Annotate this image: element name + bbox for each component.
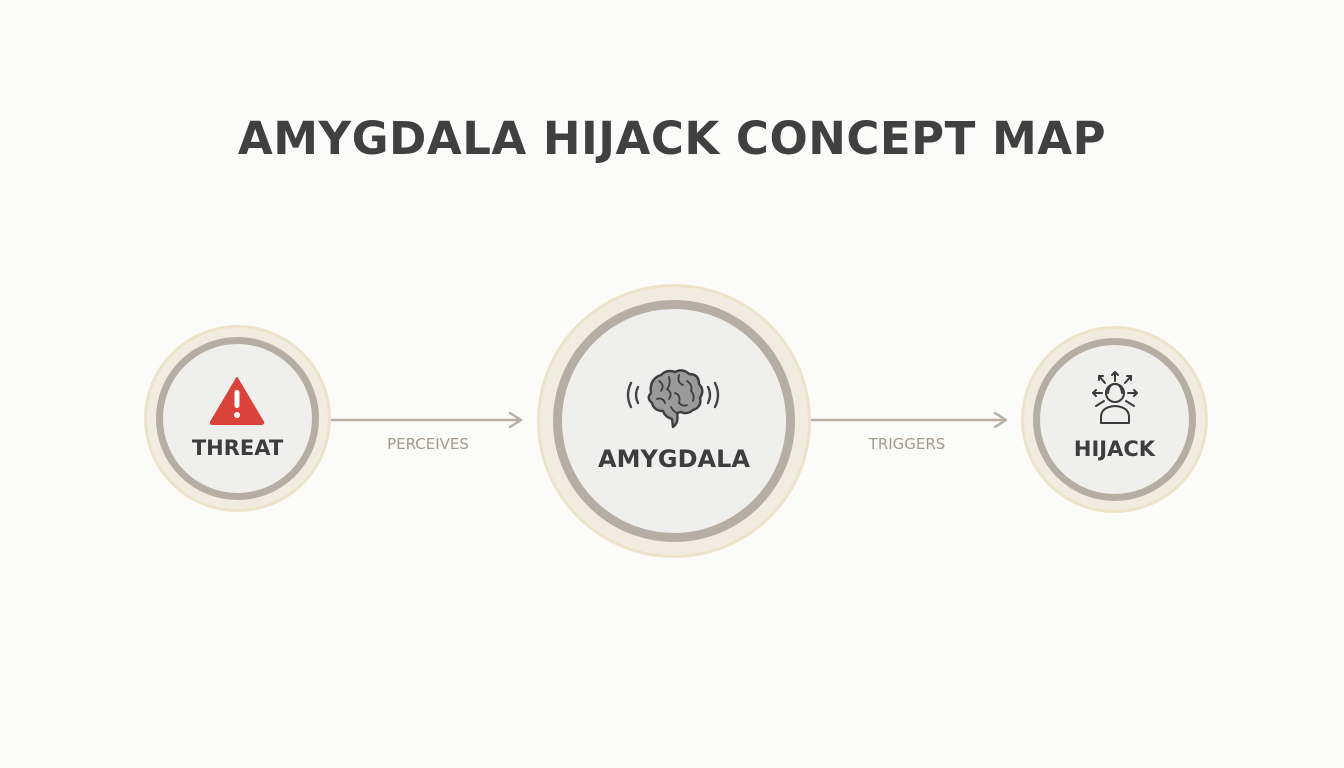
node-threat-label: THREAT xyxy=(191,436,284,460)
person-overwhelmed-icon xyxy=(1091,371,1138,424)
node-hijack-ring xyxy=(1033,338,1196,501)
diagram-title: AMYGDALA HIJACK CONCEPT MAP xyxy=(237,112,1107,165)
edge-label-triggers: TRIGGERS xyxy=(868,435,946,453)
warning-triangle-icon xyxy=(209,377,264,425)
node-amygdala[interactable]: AMYGDALA xyxy=(537,284,811,558)
node-amygdala-label: AMYGDALA xyxy=(598,445,750,473)
edge-label-perceives: PERCEIVES xyxy=(387,435,469,453)
node-threat[interactable]: THREAT xyxy=(144,325,331,512)
edge-perceives-arrow xyxy=(331,411,523,429)
node-hijack-label: HIJACK xyxy=(1073,437,1156,461)
edge-triggers-arrow xyxy=(811,411,1008,429)
node-hijack[interactable]: HIJACK xyxy=(1021,326,1208,513)
brain-icon xyxy=(626,369,720,429)
